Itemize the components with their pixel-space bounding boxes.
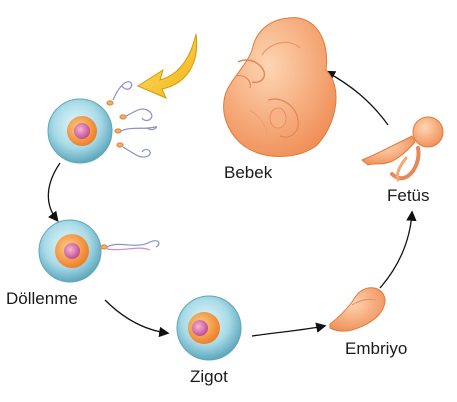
cycle-arrow-icon	[379, 210, 417, 289]
stage-label-fetus: Fetüs	[387, 186, 430, 205]
baby-icon	[223, 17, 337, 157]
curved-indicator-arrow-icon	[136, 33, 198, 99]
fertilization-cell-icon	[38, 219, 160, 283]
sperm-icon	[106, 81, 158, 158]
stage-label-embriyo: Embriyo	[345, 339, 408, 358]
egg-with-sperm-icon	[47, 81, 158, 164]
cycle-arrow-icon	[47, 162, 61, 223]
sperm-icon	[100, 240, 160, 251]
cycle-arrow-icon	[104, 299, 170, 338]
zygote-cell-icon	[176, 295, 242, 361]
stage-label-zigot: Zigot	[190, 367, 228, 386]
stage-label-dollenme: Döllenme	[6, 289, 78, 308]
cycle-arrows	[47, 70, 417, 338]
cycle-arrow-icon	[324, 70, 389, 126]
embryo-icon	[329, 287, 386, 332]
cycle-arrow-icon	[251, 322, 327, 337]
stage-label-bebek: Bebek	[224, 163, 273, 182]
fetus-icon	[361, 116, 444, 182]
